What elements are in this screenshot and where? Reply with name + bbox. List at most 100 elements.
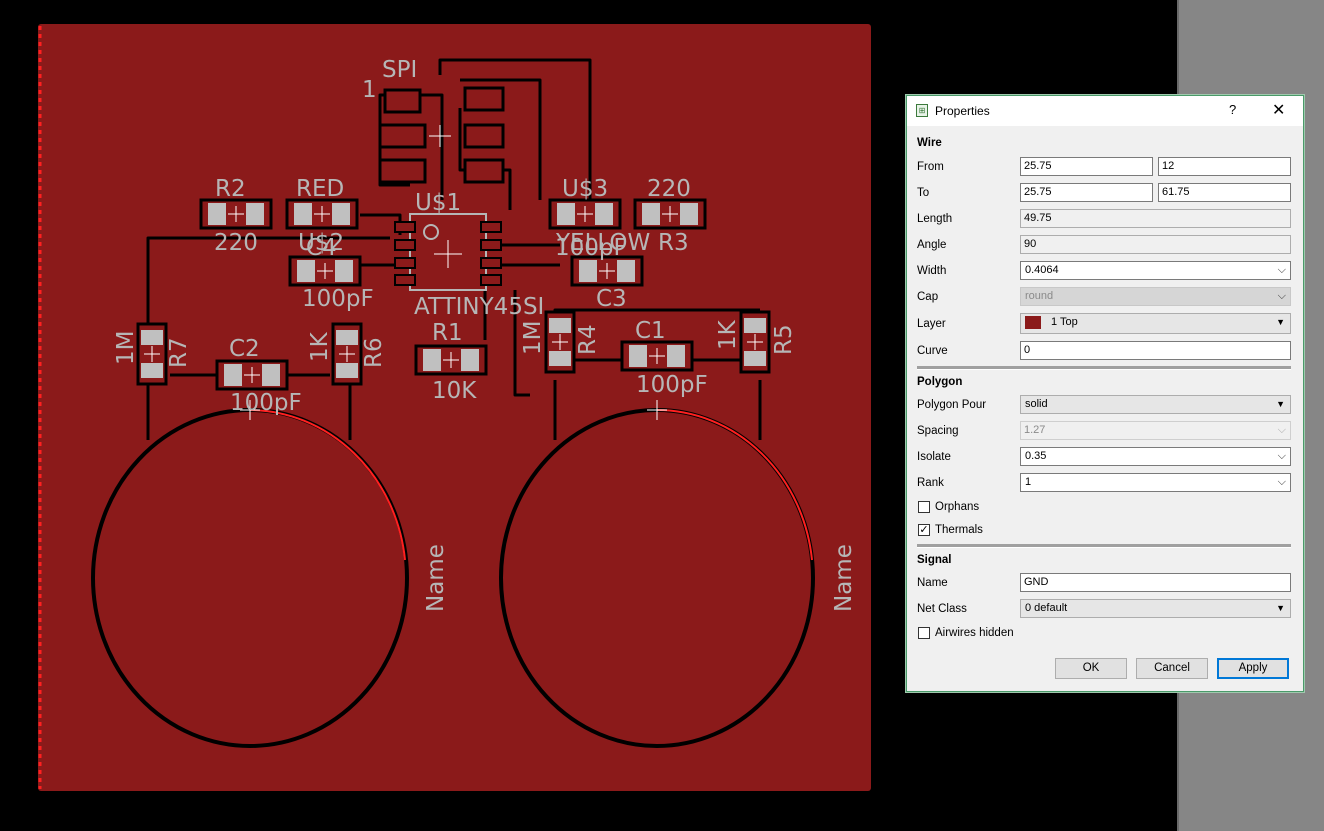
- chevron-down-icon: ⌵: [1277, 290, 1286, 302]
- label-r7: R7: [166, 337, 192, 368]
- label-c2: C2: [229, 336, 260, 362]
- help-button[interactable]: ?: [1229, 102, 1237, 117]
- polygon-heading: Polygon: [917, 376, 963, 388]
- airwires-hidden-label: Airwires hidden: [935, 627, 1014, 639]
- properties-icon: ⊞: [916, 104, 928, 117]
- to-y-field[interactable]: 61.75: [1158, 183, 1291, 202]
- cap-value: round: [1025, 290, 1054, 302]
- label-r5: R5: [771, 324, 797, 355]
- label-name-left: Name: [423, 544, 449, 612]
- label-r6: R6: [361, 337, 387, 368]
- properties-dialog: ⊞ Properties ? ✕ Wire From 25.75 12 To 2…: [906, 95, 1304, 692]
- selected-wire-arcs: [249, 409, 813, 561]
- label-c4: C4: [306, 235, 337, 261]
- from-x-field[interactable]: 25.75: [1020, 157, 1153, 176]
- components-vertical: [136, 310, 771, 386]
- label-c1-val: 100pF: [636, 372, 708, 398]
- curve-label: Curve: [917, 345, 948, 357]
- thermals-label: Thermals: [935, 524, 983, 536]
- thermals-checkbox[interactable]: ✓: [918, 523, 930, 536]
- label-r4-val: 1M: [520, 321, 546, 355]
- label-name-right: Name: [831, 544, 857, 612]
- chevron-down-icon: ⌵: [1277, 424, 1286, 436]
- separator: [917, 366, 1291, 370]
- airwires-hidden-checkbox[interactable]: [918, 627, 930, 639]
- wire-heading: Wire: [917, 137, 942, 149]
- label-yellow: YELLOW: [555, 230, 650, 256]
- spacing-label: Spacing: [917, 425, 959, 437]
- dialog-titlebar[interactable]: ⊞ Properties ? ✕: [907, 96, 1303, 126]
- cap-label: Cap: [917, 291, 939, 303]
- width-combo[interactable]: 0.4064 ⌵: [1020, 261, 1291, 280]
- label-r3-val: 220: [647, 176, 691, 202]
- origin-crosses: [240, 125, 667, 420]
- signal-name-field[interactable]: GND: [1020, 573, 1291, 592]
- from-label: From: [917, 161, 944, 173]
- label-attiny: ATTINY45SI: [414, 294, 544, 320]
- orphans-checkbox[interactable]: [918, 501, 930, 513]
- chevron-down-icon: ⌵: [1277, 450, 1286, 462]
- layer-combo[interactable]: 1 Top ▼: [1020, 313, 1291, 334]
- polygon-pour-combo[interactable]: solid ▼: [1020, 395, 1291, 414]
- ok-button[interactable]: OK: [1055, 658, 1127, 679]
- label-c2-val: 100pF: [230, 390, 302, 416]
- label-us1: U$1: [415, 190, 461, 216]
- close-icon[interactable]: ✕: [1272, 102, 1286, 119]
- dialog-title: Properties: [935, 104, 990, 118]
- polygon-pour-label: Polygon Pour: [917, 399, 987, 411]
- layer-value: 1 Top: [1051, 316, 1078, 328]
- length-field: 49.75: [1020, 209, 1291, 228]
- rank-combo[interactable]: 1 ⌵: [1020, 473, 1291, 492]
- width-value: 0.4064: [1025, 264, 1059, 276]
- cancel-button[interactable]: Cancel: [1136, 658, 1208, 679]
- components-horizontal: [199, 198, 707, 391]
- to-x-field[interactable]: 25.75: [1020, 183, 1153, 202]
- separator: [917, 544, 1291, 548]
- label-r4: R4: [575, 324, 601, 355]
- label-us2: U$2: [298, 230, 344, 256]
- signal-name-label: Name: [917, 577, 948, 589]
- from-y-field[interactable]: 12: [1158, 157, 1291, 176]
- spacing-value: 1.27: [1024, 424, 1046, 436]
- net-class-label: Net Class: [917, 603, 967, 615]
- isolate-label: Isolate: [917, 451, 951, 463]
- curve-field[interactable]: 0: [1020, 341, 1291, 360]
- rank-label: Rank: [917, 477, 944, 489]
- angle-label: Angle: [917, 239, 947, 251]
- label-r1-val: 10K: [432, 378, 477, 404]
- label-c3-val: 100pF: [555, 235, 627, 261]
- orphans-label: Orphans: [935, 501, 980, 513]
- label-r2: R2: [215, 176, 246, 202]
- net-class-value: 0 default: [1025, 602, 1068, 614]
- net-class-combo[interactable]: 0 default ▼: [1020, 599, 1291, 618]
- to-label: To: [917, 187, 930, 199]
- label-c1: C1: [635, 318, 666, 344]
- cap-combo: round ⌵: [1020, 287, 1291, 306]
- width-label: Width: [917, 265, 947, 277]
- isolate-value: 0.35: [1025, 450, 1047, 462]
- rank-value: 1: [1025, 476, 1032, 488]
- chevron-down-icon: ⌵: [1277, 476, 1286, 488]
- label-r3: R3: [658, 230, 689, 256]
- polygon-pour-value: solid: [1025, 398, 1048, 410]
- label-pin1: 1: [362, 77, 377, 103]
- chevron-down-icon: ⌵: [1277, 264, 1286, 276]
- apply-button[interactable]: Apply: [1217, 658, 1289, 679]
- copper-pour: [38, 24, 871, 791]
- label-c4-val: 100pF: [302, 286, 374, 312]
- isolate-combo[interactable]: 0.35 ⌵: [1020, 447, 1291, 466]
- dropdown-arrow-icon: ▼: [1276, 317, 1285, 327]
- layer-label: Layer: [917, 318, 946, 330]
- attiny-chip: [394, 213, 502, 291]
- label-spi: SPI: [382, 57, 417, 83]
- label-r2-val: 220: [214, 230, 258, 256]
- length-label: Length: [917, 213, 953, 225]
- spacing-combo: 1.27 ⌵: [1020, 421, 1291, 440]
- label-us3: U$3: [562, 176, 608, 202]
- angle-field: 90: [1020, 235, 1291, 254]
- label-r1: R1: [432, 320, 463, 346]
- signal-heading: Signal: [917, 554, 952, 566]
- label-red: RED: [296, 176, 344, 202]
- layer-color-swatch: [1025, 316, 1041, 329]
